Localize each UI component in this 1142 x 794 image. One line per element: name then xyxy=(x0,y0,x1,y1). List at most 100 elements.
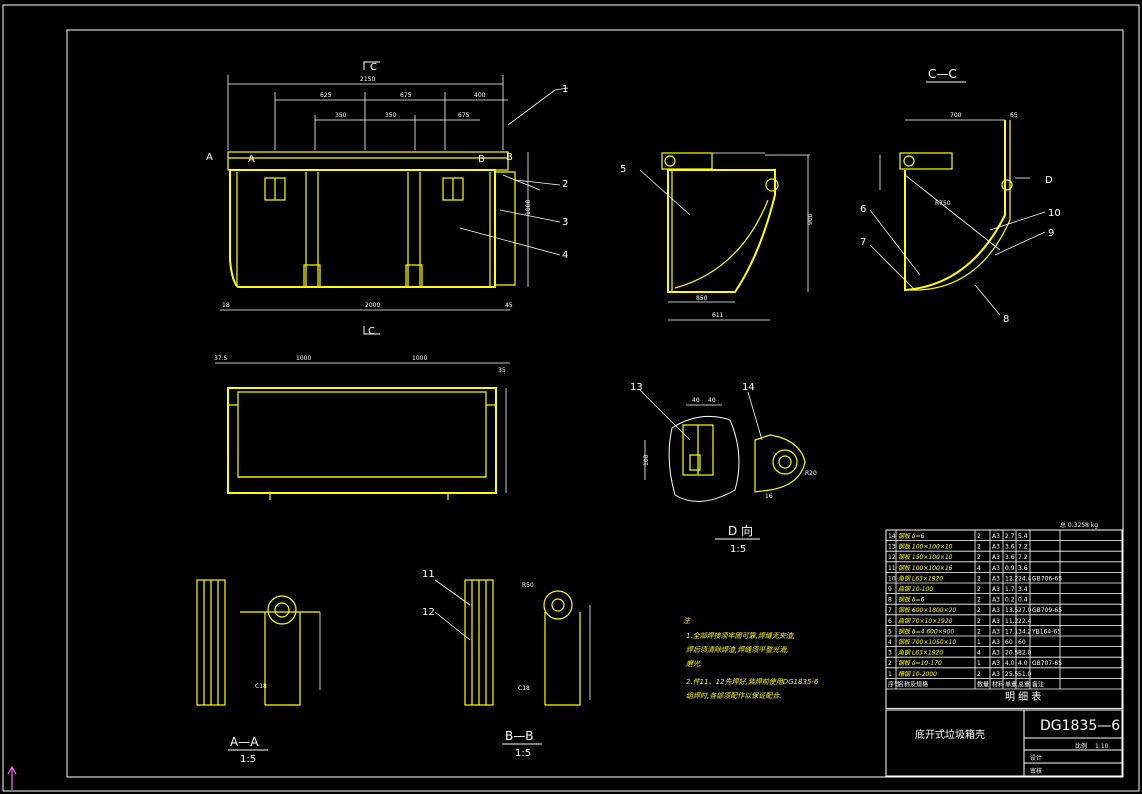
dim-plan-375: 37.5 xyxy=(214,355,228,362)
view-d: 100 40 40 R20 16 D 向 1:5 xyxy=(639,389,817,555)
section-b-right: B xyxy=(506,152,513,163)
plan-view: 37.5 1000 1000 35 xyxy=(214,355,510,500)
bom-cell: A3 xyxy=(992,544,1000,551)
bom-cell: 5 xyxy=(888,628,892,635)
bom-cell: 51.0 xyxy=(1018,671,1032,678)
section-aa-scale: 1:5 xyxy=(240,754,256,765)
bom-cell: 1.7 xyxy=(1005,586,1015,593)
bom-cell: 2 xyxy=(888,660,892,667)
balloon-6: 6 xyxy=(860,204,866,215)
bom-cell: A3 xyxy=(992,533,1000,540)
bom-cell: 6 xyxy=(888,618,892,625)
dim-side-width: 611 xyxy=(712,312,724,319)
bom-cell: A3 xyxy=(992,575,1000,582)
balloon-1: 1 xyxy=(562,84,568,95)
view-d-label: D 向 xyxy=(728,523,753,538)
bom-title: 明 细 表 xyxy=(1005,690,1041,703)
bom-cell: 0.2 xyxy=(1005,597,1015,604)
section-cc-label: C—C xyxy=(928,67,957,81)
notes: 注 1.全部焊接须牢固可靠,焊缝无夹渣, 焊后须清除焊渣,焊缝须平整光滑, 磨光… xyxy=(683,617,819,700)
section-a-right: A xyxy=(248,154,255,165)
dim-plan-1000: 1000 xyxy=(296,355,311,362)
bom-cell: 钢板 700×1050×10 xyxy=(898,638,957,646)
bom-cell: 4.0 xyxy=(1005,660,1015,667)
section-aa-label: A—A xyxy=(230,735,259,749)
bom-cell: 1 xyxy=(977,639,981,646)
dim-front-45: 45 xyxy=(505,302,513,309)
bom-cell: A3 xyxy=(992,660,1000,667)
bom-cell: 13.5 xyxy=(1005,607,1019,614)
bom-cell: 钢板 δ=10-170 xyxy=(898,659,942,667)
bom-cell: 钢板 100×100×16 xyxy=(898,564,953,572)
section-bb-scale: 1:5 xyxy=(515,748,531,759)
front-section-top-label: C xyxy=(370,62,377,73)
notes-line-1: 1.全部焊接须牢固可靠,焊缝无夹渣, xyxy=(686,632,795,640)
bom-cell: 27.0 xyxy=(1018,607,1032,614)
balloon-10: 10 xyxy=(1048,208,1061,219)
balloon-8: 8 xyxy=(1003,314,1009,325)
dim-d-r20: R20 xyxy=(805,470,817,477)
dim-d-40a: 40 xyxy=(692,397,700,404)
section-cc: C—C 700 65 R750 D xyxy=(869,67,1053,316)
title-block: 底开式垃圾箱壳 DG1835—6 设计 审核 比例 1:10 xyxy=(885,709,1123,777)
bom-cell: 22.4 xyxy=(1018,618,1032,625)
section-a-left: A xyxy=(206,152,213,163)
bom-cell: 2 xyxy=(977,618,981,625)
bom-cell: 11 xyxy=(888,565,896,572)
bom-cell: 5.4 xyxy=(1018,533,1028,540)
bom-cell: 钢板 100×100×10 xyxy=(898,543,953,551)
bom-cell: 角钢 L63×1920 xyxy=(898,574,943,582)
bom-cell: A3 xyxy=(992,586,1000,593)
bom-cell: 7 xyxy=(888,607,892,614)
dim-d-40b: 40 xyxy=(708,397,716,404)
bom-cell: A3 xyxy=(992,618,1000,625)
dim-front-675b: 675 xyxy=(458,112,470,119)
bom-cell: 3.6 xyxy=(1018,565,1028,572)
bom-cell: 13 xyxy=(888,544,896,551)
bom-cell: A3 xyxy=(992,597,1000,604)
inner-frame xyxy=(66,29,1124,778)
scale-label: 比例 xyxy=(1075,742,1087,750)
balloon-5: 5 xyxy=(620,164,626,175)
bom-cell: 9 xyxy=(888,586,892,593)
bom-cell: 12 xyxy=(888,554,896,561)
bom-cell: 2 xyxy=(977,586,981,593)
bom-cell: 2 xyxy=(977,533,981,540)
dim-bb-c18: C18 xyxy=(518,685,530,692)
bom-cell: 4.0 xyxy=(1018,660,1028,667)
scale-value: 1:10 xyxy=(1095,743,1109,750)
bom-cell: 60 xyxy=(1005,639,1013,646)
dim-cc-700: 700 xyxy=(950,112,962,119)
bom-cell: YB164-65 xyxy=(1031,628,1061,635)
section-aa: C18 A—A 1:5 xyxy=(196,579,321,765)
balloon-11: 11 xyxy=(422,569,435,580)
bom-cell: 0.4 xyxy=(1018,597,1028,604)
balloon-7: 7 xyxy=(860,237,866,248)
bom-cell: 钢板 δ=6 xyxy=(898,532,925,540)
dim-front-total: 2150 xyxy=(360,76,375,83)
bom-cell: 扁钢 10-100 xyxy=(898,585,933,593)
bom-cell: 2 xyxy=(977,544,981,551)
bom-cell: 3.6 xyxy=(1005,544,1015,551)
notes-line-5: 组焊时,各部须配作以保证配合. xyxy=(686,692,781,700)
bom-cell: 2 xyxy=(977,628,981,635)
notes-marker: 注 xyxy=(683,617,691,625)
bom-cell: 4 xyxy=(888,639,892,646)
designer-label: 设计 xyxy=(1030,754,1042,762)
dim-plan-35: 35 xyxy=(498,367,506,374)
section-bb-label: B—B xyxy=(505,729,533,743)
bom-cell: A3 xyxy=(992,607,1000,614)
bom-cell: 1 xyxy=(977,660,981,667)
bom-cell: 2.7 xyxy=(1005,533,1015,540)
balloon-13: 13 xyxy=(630,382,643,393)
bom-cell: 角钢 L63×1920 xyxy=(898,649,943,657)
origin-arrow-head xyxy=(7,765,17,775)
dim-front-350b: 350 xyxy=(385,112,397,119)
bom-header-cell: 单重 xyxy=(1005,680,1017,688)
bom-cell: 钢板 δ=6 xyxy=(898,596,925,604)
view-d-marker: D xyxy=(1045,175,1053,186)
balloon-14: 14 xyxy=(742,382,755,393)
drawing-number: DG1835—6 xyxy=(1040,718,1120,734)
balloon-2: 2 xyxy=(562,179,568,190)
